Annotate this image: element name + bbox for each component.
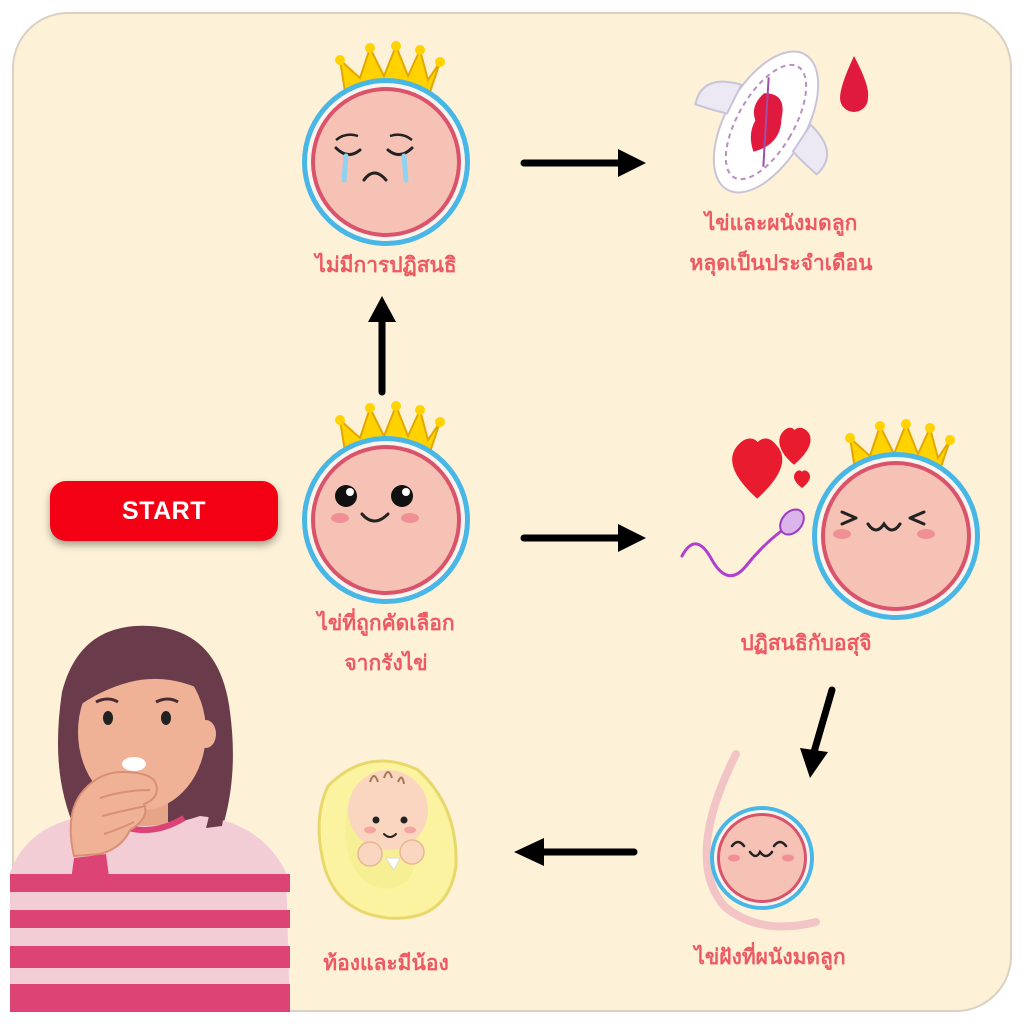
implanted-egg-icon bbox=[702, 750, 820, 931]
label-menstruation: ไข่และผนังมดลูก หลุดเป็นประจำเดือน bbox=[689, 211, 873, 275]
label-fertilization: ปฏิสนธิกับอสุจิ bbox=[740, 631, 872, 655]
woman-illustration bbox=[10, 625, 290, 1012]
sad-egg-icon bbox=[302, 41, 470, 246]
baby-icon bbox=[317, 759, 458, 920]
label-selected-egg: ไข่ที่ถูกคัดเลือก จากรังไข่ bbox=[317, 611, 455, 675]
label-implantation: ไข่ฝังที่ผนังมดลูก bbox=[694, 945, 846, 969]
start-button[interactable]: START bbox=[50, 481, 278, 541]
label-no-fertilization: ไม่มีการปฏิสนธิ bbox=[315, 253, 457, 277]
blood-drop-icon bbox=[840, 56, 869, 112]
fertilized-egg-icon bbox=[812, 419, 980, 620]
sanitary-pad-icon bbox=[694, 50, 869, 194]
hearts-icon bbox=[732, 427, 811, 499]
sperm-icon bbox=[680, 508, 805, 577]
happy-egg-icon bbox=[302, 401, 470, 604]
label-pregnancy: ท้องและมีน้อง bbox=[323, 951, 449, 975]
